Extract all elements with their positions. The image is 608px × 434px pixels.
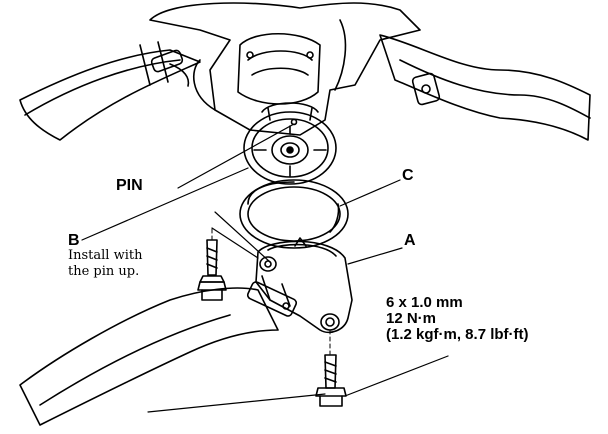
seal-ring xyxy=(239,179,349,249)
bolt-size: 6 x 1.0 mm xyxy=(386,294,463,311)
torque-value-alt: (1.2 kgf·m, 8.7 lbf·ft) xyxy=(386,326,529,343)
leader-lines xyxy=(81,123,449,413)
note-leader-line-bottom xyxy=(211,227,259,259)
c-leader-line xyxy=(339,179,401,207)
thermostat xyxy=(243,102,337,185)
install-note: Install with the pin up. xyxy=(68,248,142,280)
thermostat-housing-upper xyxy=(149,2,421,136)
thermostat-cover xyxy=(255,237,353,334)
pin-leader-line xyxy=(177,123,295,189)
callout-a: A xyxy=(404,232,416,249)
spec-leader-line-lower xyxy=(147,393,326,413)
torque-spec: 6 x 1.0 mm 12 N·m (1.2 kgf·m, 8.7 lbf·ft… xyxy=(386,295,529,343)
upper-right-hose xyxy=(379,34,591,141)
a-leader-line xyxy=(347,247,403,265)
spec-leader-line xyxy=(344,355,449,397)
upper-left-hose xyxy=(19,41,201,141)
callout-c: C xyxy=(402,167,414,184)
left-bolt xyxy=(197,239,227,301)
b-leader-line xyxy=(81,167,249,241)
bottom-bolt xyxy=(315,354,347,407)
alignment-lines xyxy=(211,227,331,355)
torque-value-nm: 12 N·m xyxy=(386,310,437,327)
install-note-line2: the pin up. xyxy=(68,264,140,279)
lower-hose xyxy=(19,275,298,426)
note-leader-line-top xyxy=(214,211,271,263)
callout-pin: PIN xyxy=(116,177,143,194)
install-note-line1: Install with xyxy=(68,248,143,263)
callout-b: B xyxy=(68,232,80,249)
